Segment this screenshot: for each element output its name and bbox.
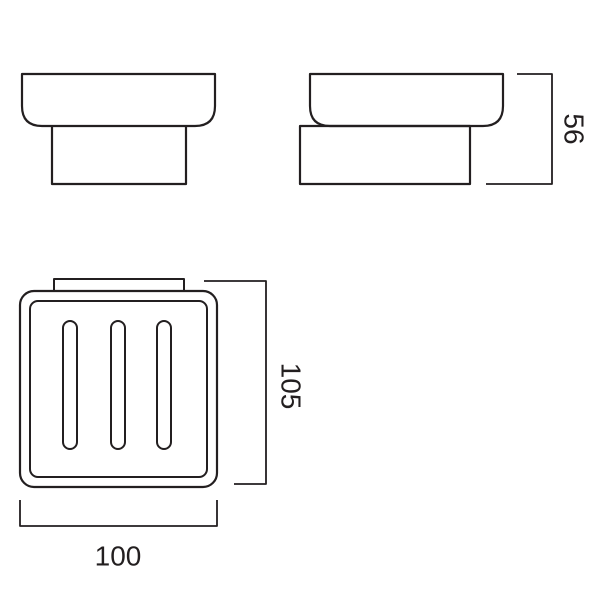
- side-view: [298, 72, 505, 186]
- height-dimension: 56: [486, 73, 590, 185]
- depth-dimension: 105: [204, 280, 307, 485]
- side-view-dish-outline: [308, 72, 505, 128]
- front-view-base-outline: [50, 126, 188, 186]
- top-view-back-plate: [53, 278, 185, 291]
- drain-slots: [62, 320, 172, 450]
- top-view-outer-rim: [18, 289, 219, 489]
- drain-slot-1: [62, 320, 78, 450]
- front-view: [20, 72, 217, 186]
- front-view-dish-outline: [20, 72, 217, 128]
- top-view-inner-rim: [29, 300, 208, 478]
- width-dimension: 100: [19, 500, 218, 572]
- width-dimension-lines: [19, 500, 218, 527]
- depth-dimension-lines: [204, 280, 267, 485]
- side-view-base-outline: [298, 124, 472, 186]
- depth-dimension-label: 105: [276, 363, 307, 410]
- top-view: [18, 278, 219, 489]
- drain-slot-2: [110, 320, 126, 450]
- height-dimension-lines: [486, 73, 553, 185]
- drain-slot-3: [156, 320, 172, 450]
- height-dimension-label: 56: [559, 113, 590, 144]
- width-dimension-label: 100: [95, 541, 142, 572]
